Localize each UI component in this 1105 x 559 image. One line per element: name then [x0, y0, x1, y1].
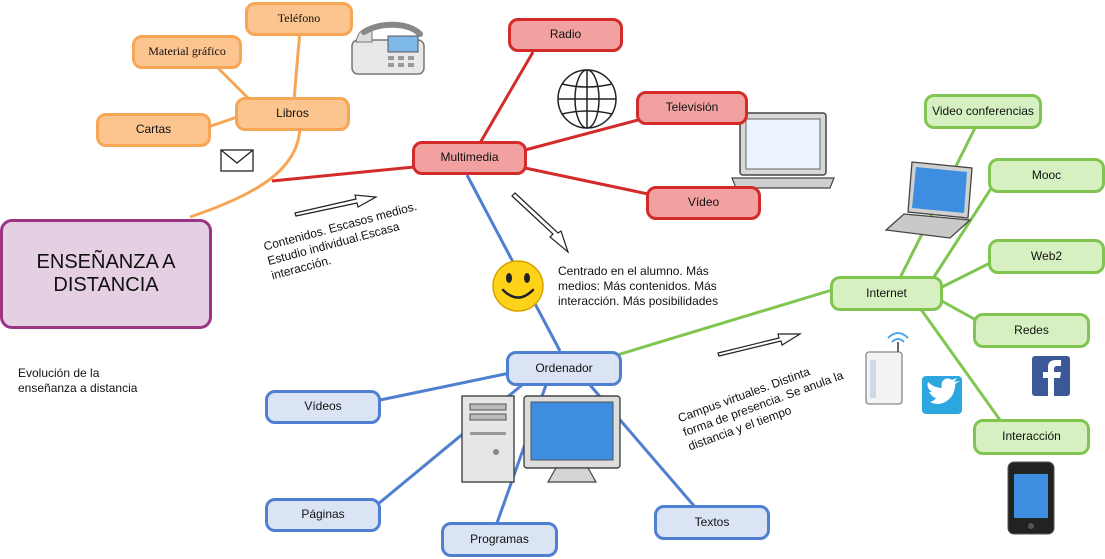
main-topic: ENSEÑANZA A DISTANCIA — [0, 219, 212, 329]
node-label: Internet — [866, 285, 907, 300]
node-radio: Radio — [508, 18, 623, 52]
node-label: Televisión — [665, 100, 719, 115]
arrow-multimedia — [294, 194, 378, 217]
node-label: Material gráfico — [148, 44, 226, 59]
node-videos: Vídeos — [265, 390, 381, 424]
node-label: Redes — [1014, 322, 1049, 337]
node-label: Web2 — [1030, 248, 1063, 263]
note-ordenador: Centrado en el alumno. Más medios: Más c… — [558, 264, 719, 308]
facebook-icon — [1032, 356, 1070, 396]
node-label: Ordenador — [535, 360, 593, 375]
node-cartas: Cartas — [96, 113, 211, 147]
node-redes: Redes — [973, 313, 1090, 348]
node-label: Textos — [694, 514, 730, 529]
node-interaccion: Interacción — [973, 419, 1090, 455]
node-telefono: Teléfono — [245, 2, 353, 36]
node-label: Multimedia — [440, 150, 499, 165]
node-material-grafico: Material gráfico — [132, 35, 242, 69]
node-label: Teléfono — [277, 11, 321, 26]
node-textos: Textos — [654, 505, 770, 540]
node-video-conferencias: Video conferencias — [924, 94, 1042, 129]
arrow-internet — [717, 333, 803, 357]
node-label: Cartas — [135, 122, 172, 137]
globe-icon — [557, 69, 617, 129]
desktop-computer-icon — [461, 395, 621, 483]
node-video: Vídeo — [646, 186, 761, 220]
smiley-icon — [492, 260, 544, 312]
node-label: Video conferencias — [932, 103, 1034, 118]
node-label: Mooc — [1031, 167, 1062, 182]
node-paginas: Páginas — [265, 498, 381, 532]
node-label: Vídeos — [304, 399, 342, 414]
node-internet: Internet — [830, 276, 943, 311]
node-programas: Programas — [441, 522, 558, 557]
node-mooc: Mooc — [988, 158, 1105, 193]
node-label: Radio — [549, 27, 582, 42]
envelope-icon — [220, 149, 254, 172]
laptop-icon — [884, 161, 973, 239]
node-ordenador: Ordenador — [506, 351, 622, 386]
node-multimedia: Multimedia — [412, 141, 527, 175]
telephone-icon — [351, 21, 425, 75]
node-label: Vídeo — [687, 195, 720, 210]
twitter-icon — [922, 376, 962, 414]
main-title: ENSEÑANZA A DISTANCIA — [36, 251, 176, 296]
node-television: Televisión — [636, 91, 748, 125]
arrow-ordenador — [511, 192, 570, 254]
node-libros: Libros — [235, 97, 350, 131]
laptop-icon — [731, 112, 835, 189]
node-label: Libros — [276, 106, 309, 121]
smartphone-icon — [1007, 461, 1055, 535]
node-label: Programas — [470, 531, 529, 546]
node-web2: Web2 — [988, 239, 1105, 274]
node-label: Páginas — [301, 507, 345, 522]
wifi-router-icon — [865, 332, 909, 405]
node-label: Interacción — [1002, 429, 1061, 444]
map-caption: Evolución de la enseñanza a distancia — [18, 366, 138, 395]
